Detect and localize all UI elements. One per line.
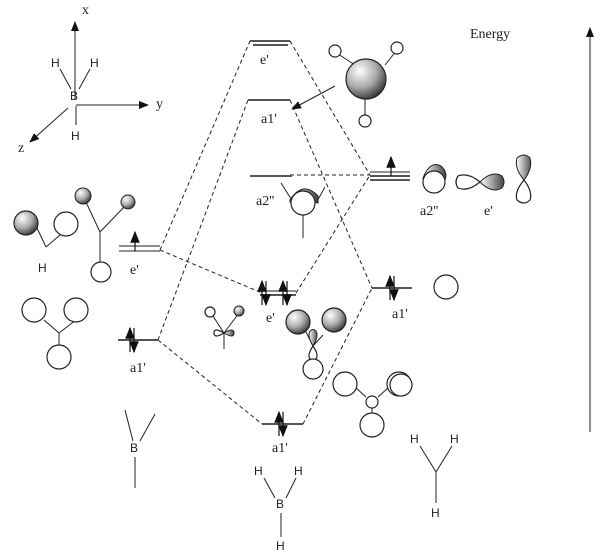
- level-label: e': [266, 311, 275, 326]
- p-orbital-lobe: [455, 174, 481, 190]
- mo-e-prime-antibonding: e': [250, 40, 290, 68]
- h-atom-label: H: [90, 56, 99, 70]
- b-atom-label: B: [130, 441, 138, 455]
- correlation-line: [289, 99, 373, 289]
- mo-e-prime-bonding: e': [257, 279, 296, 326]
- e-prime-mixing-picture: [204, 305, 245, 349]
- mo-a2-double-prime: a2'': [250, 175, 292, 209]
- h-atom-label: H: [276, 539, 285, 553]
- level-label: e': [260, 53, 269, 68]
- correlation-line: [157, 339, 263, 425]
- bond: [59, 68, 72, 90]
- level-label: e': [130, 263, 139, 278]
- orbital-label: e': [484, 204, 493, 219]
- bond: [78, 68, 91, 90]
- h-atom-label: H: [71, 129, 80, 143]
- bh3-fragment-left: B: [124, 409, 156, 488]
- mo-a1-prime-bonding: a1': [262, 410, 303, 456]
- h3-a1-orbital-picture: [332, 274, 459, 438]
- a2-double-prime-orbital-picture: [280, 182, 326, 238]
- h3-fragment-bottom: H H H: [410, 432, 459, 520]
- h3-p-set-level: [370, 155, 410, 181]
- correlation-line: [159, 249, 263, 294]
- level-label: a1': [130, 361, 146, 376]
- level-label: a2'': [256, 194, 274, 209]
- correlation-line: [289, 40, 371, 176]
- pointer-arrow: [291, 85, 336, 110]
- correlation-line: [159, 40, 251, 251]
- energy-axis-label: Energy: [470, 27, 510, 42]
- h-atom-label: H: [254, 464, 263, 478]
- correlation-line: [302, 287, 373, 425]
- correlation-line: [157, 99, 249, 341]
- level-label: a1': [272, 441, 288, 456]
- h-atom-label: H: [294, 464, 303, 478]
- coordinate-axes: x y z H H B H: [18, 3, 163, 156]
- z-axis-label: z: [18, 141, 24, 156]
- orbital-label: a2'': [420, 204, 438, 219]
- a1-h-fragment-picture: [21, 297, 89, 370]
- bh3-a1-antibonding-orbital-picture: [291, 41, 404, 128]
- h-s-orbital: [433, 274, 459, 300]
- b-atom-label: B: [276, 497, 284, 511]
- y-fragment-orbital-picture: [74, 187, 136, 283]
- h-atom-label: H: [410, 432, 419, 446]
- correlation-line: [295, 174, 371, 294]
- level-label: a1': [261, 112, 277, 127]
- h-atom-label: H: [450, 432, 459, 446]
- y-axis-label: y: [156, 97, 163, 112]
- b-atom-label: B: [70, 89, 78, 103]
- bh3-molecule-bottom: H H B H: [254, 464, 303, 553]
- h-fragment-orbital-picture: H: [13, 210, 79, 275]
- z-axis-arrow: [29, 107, 69, 143]
- h-atom-label: H: [51, 56, 60, 70]
- h3-a1-prime-level: a1': [372, 274, 412, 322]
- boron-a1-prime-level: a1': [118, 326, 158, 376]
- pz-orbital: [422, 170, 446, 194]
- correlation-lines: [157, 40, 373, 425]
- h-atom-label: H: [38, 261, 47, 275]
- level-label: a1': [392, 307, 408, 322]
- mo-a1-prime-antibonding: a1': [248, 99, 290, 127]
- x-axis-label: x: [82, 3, 89, 18]
- e-prime-bonding-picture: [285, 307, 347, 380]
- boron-e-prime-level: e': [119, 230, 160, 278]
- h3-p-orbital-pictures: a2'' e': [420, 154, 532, 219]
- h-atom-label: H: [431, 506, 440, 520]
